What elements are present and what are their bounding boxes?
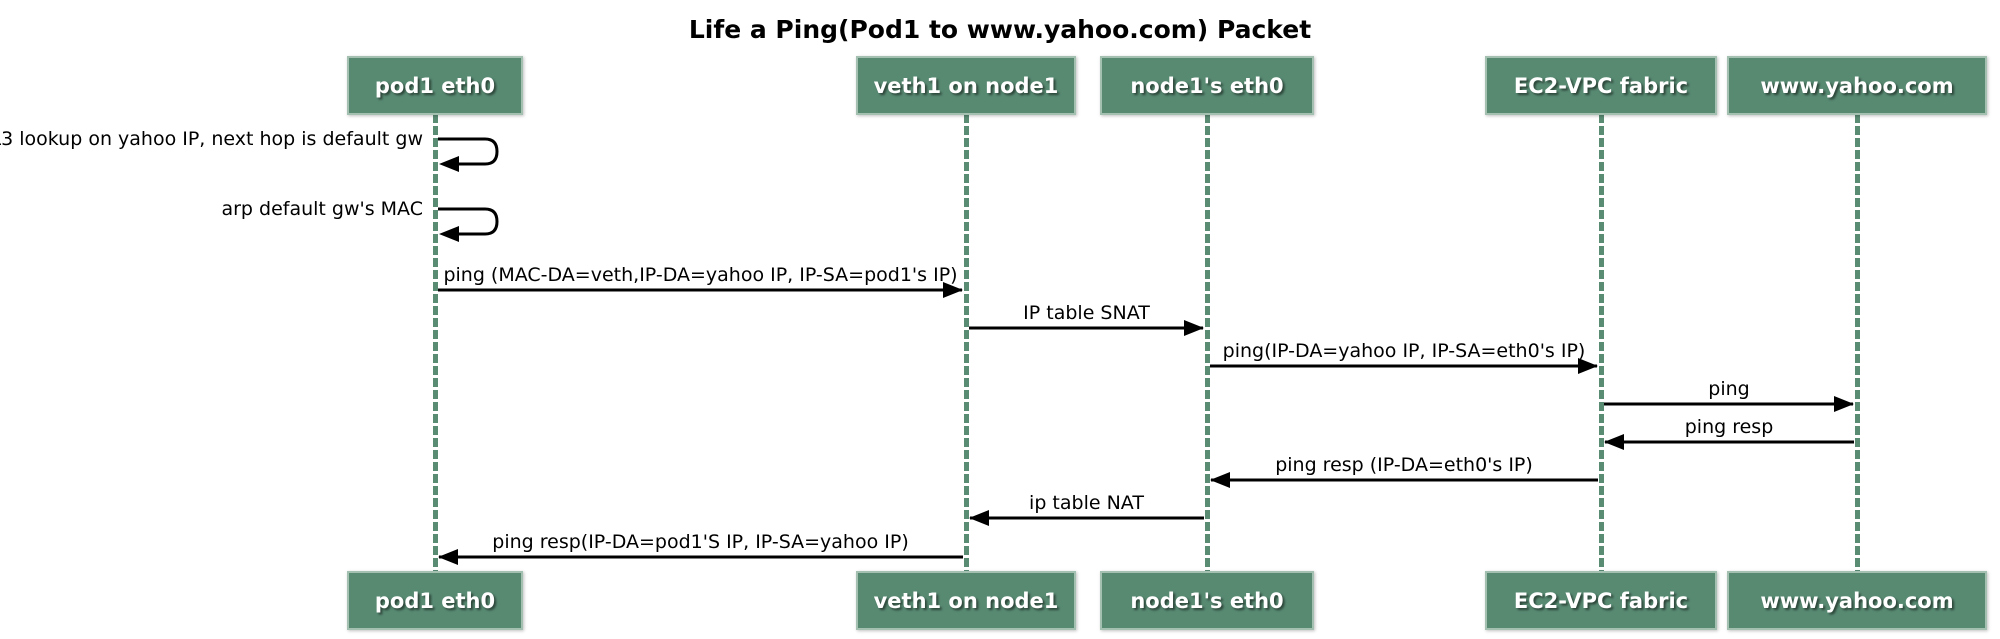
lifeline-node1 [1205,114,1210,572]
participant-box-pod1-bottom: pod1 eth0 [347,571,523,630]
message-label-3: IP table SNAT [1023,302,1150,324]
diagram-title: Life a Ping(Pod1 to www.yahoo.com) Packe… [688,15,1312,44]
message-label-9: ping resp(IP-DA=pod1'S IP, IP-SA=yahoo I… [492,531,909,553]
participant-box-yahoo-bottom: www.yahoo.com [1727,571,1987,630]
message-label-1: arp default gw's MAC [221,198,423,220]
message-arrowhead-4 [1578,358,1598,374]
participant-box-pod1-top: pod1 eth0 [347,56,523,115]
message-label-7: ping resp (IP-DA=eth0's IP) [1275,454,1533,476]
message-arrowhead-7 [1210,472,1230,488]
message-label-4: ping(IP-DA=yahoo IP, IP-SA=eth0's IP) [1222,340,1586,362]
message-label-0: L3 lookup on yahoo IP, next hop is defau… [0,128,423,150]
participant-box-ec2-bottom: EC2-VPC fabric [1485,571,1717,630]
message-label-2: ping (MAC-DA=veth,IP-DA=yahoo IP, IP-SA=… [443,264,958,286]
participant-box-veth1-bottom: veth1 on node1 [856,571,1076,630]
participant-box-veth1-top: veth1 on node1 [856,56,1076,115]
participant-box-ec2-top: EC2-VPC fabric [1485,56,1717,115]
lifeline-pod1 [433,114,438,572]
message-arrowhead-6 [1604,434,1624,450]
message-arrowhead-2 [943,282,963,298]
message-label-6: ping resp [1684,416,1774,438]
self-loop-1 [438,207,499,236]
lifeline-veth1 [964,114,969,572]
participant-box-yahoo-top: www.yahoo.com [1727,56,1987,115]
message-arrowhead-5 [1834,396,1854,412]
self-loop-arrowhead-0 [439,156,459,172]
lifeline-ec2 [1599,114,1604,572]
message-arrowhead-8 [969,510,989,526]
message-label-5: ping [1708,378,1750,400]
message-arrowhead-3 [1184,320,1204,336]
message-label-8: ip table NAT [1029,492,1144,514]
participant-box-node1-bottom: node1's eth0 [1100,571,1314,630]
participant-box-node1-top: node1's eth0 [1100,56,1314,115]
self-loop-arrowhead-1 [439,226,459,242]
message-arrowhead-9 [438,549,458,565]
self-loop-0 [438,137,499,166]
lifeline-yahoo [1855,114,1860,572]
